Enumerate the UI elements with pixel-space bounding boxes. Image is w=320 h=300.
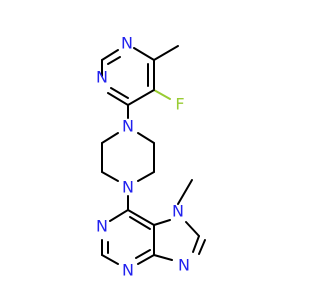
bond [153,45,179,61]
structure-drawing: N N F N N N N N N [96,34,206,280]
molecule-diagram: N N F N N N N N N [96,34,206,280]
bond [177,179,193,205]
bond [101,49,119,61]
atom-label-nitrogen: N [96,68,108,87]
bond [129,216,151,230]
atom-label-nitrogen: N [178,256,190,275]
bond [127,209,155,226]
bond [101,132,119,144]
bond [127,89,155,106]
pyrimidine-ring [101,45,179,119]
piperazine-ring [101,132,155,211]
bond [107,56,121,65]
bond [198,239,206,255]
bond [192,235,200,253]
bond [101,254,119,265]
bond [153,219,171,226]
atom-label-nitrogen: N [122,261,134,280]
bond [135,249,151,259]
atom-label-fluorine: F [175,95,184,114]
bond [107,92,129,106]
bond [109,209,129,222]
atom-label-nitrogen: N [122,117,134,136]
bond [110,87,129,99]
bond [137,254,155,265]
bond [153,89,171,100]
bond [185,221,200,237]
bond [137,171,155,182]
atom-label-nitrogen: N [122,178,134,197]
atom-labels: N N F N N N N N N [96,34,190,280]
bond [153,254,173,261]
bond [133,47,155,61]
bond [101,171,119,182]
bond [137,132,155,144]
atom-label-nitrogen: N [96,217,108,236]
atom-label-nitrogen: N [172,202,184,221]
purine-ring [101,179,206,265]
atom-label-nitrogen: N [121,34,133,53]
